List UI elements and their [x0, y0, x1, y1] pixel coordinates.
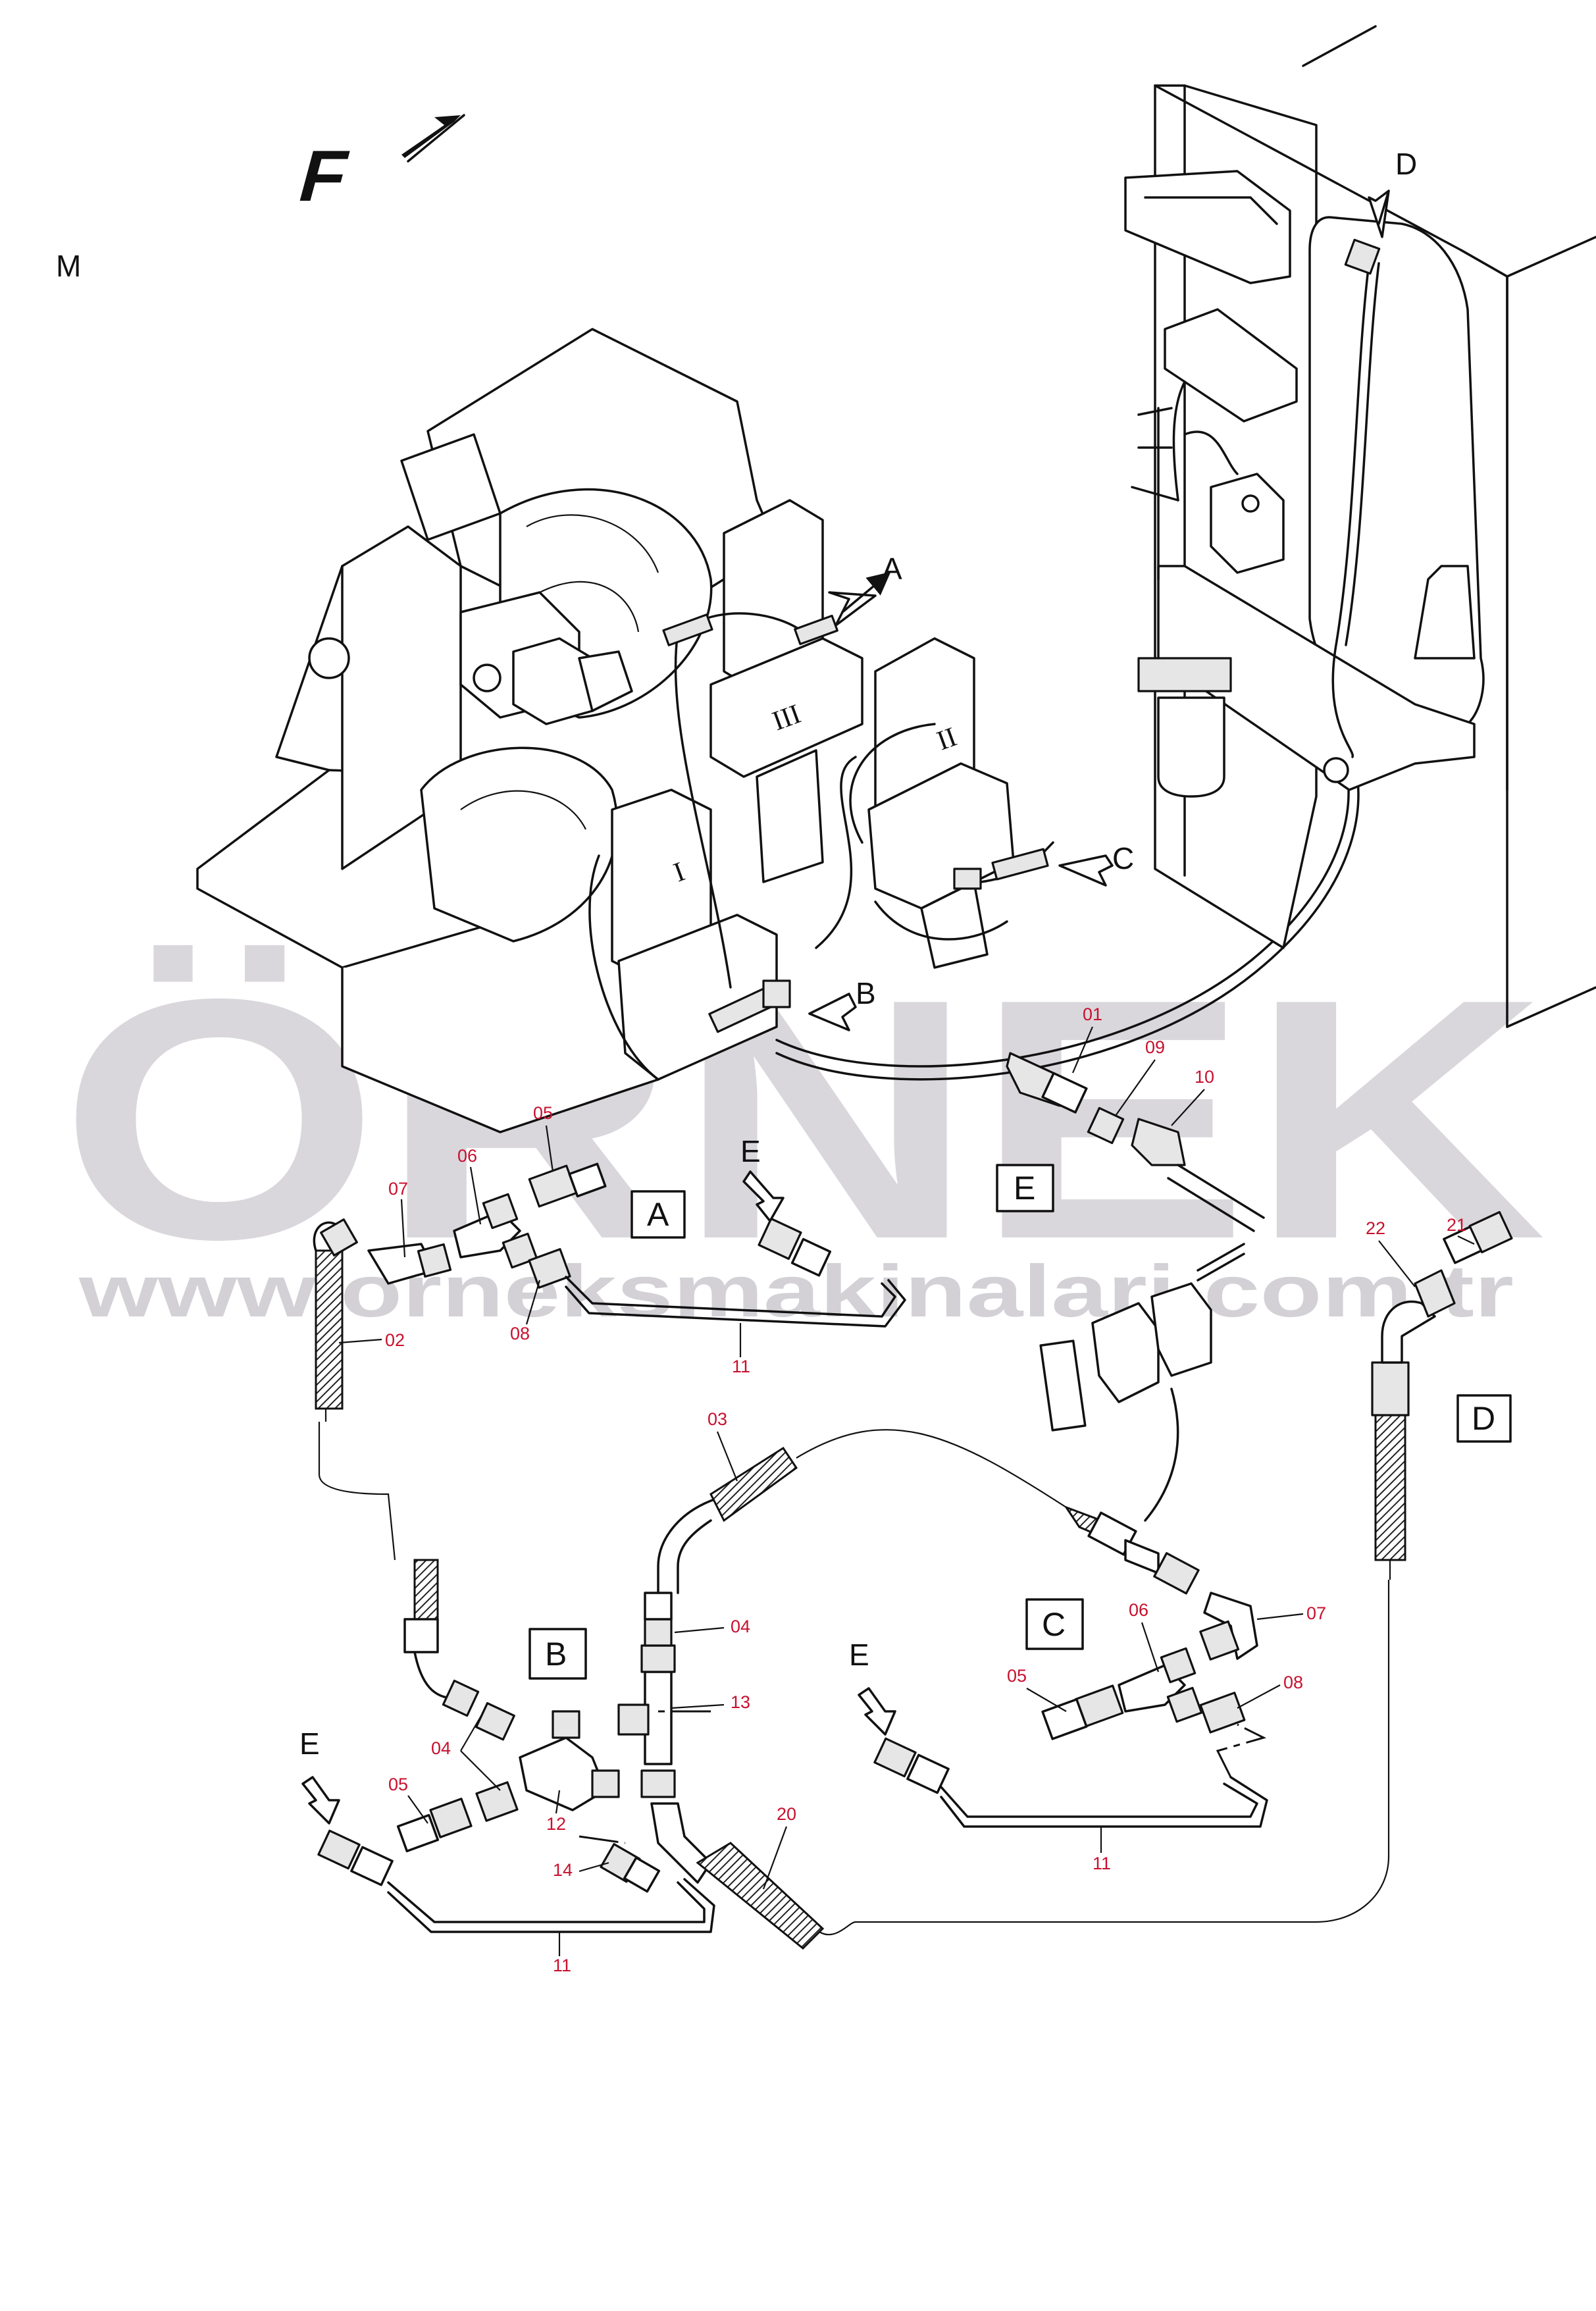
callout-14: 14: [553, 1860, 573, 1880]
callout-02: 02: [385, 1330, 405, 1350]
view-pointers: A B C D: [808, 147, 1417, 1031]
callout-04-b: 04: [431, 1738, 451, 1758]
detail-e: E 01 09 10: [996, 1004, 1265, 1232]
view-box-c: [1025, 1598, 1084, 1650]
view-label-a-machine: A: [882, 552, 902, 586]
callout-10: 10: [1195, 1067, 1214, 1087]
callout-07-c: 07: [1306, 1603, 1326, 1623]
callout-05-b: 05: [388, 1775, 408, 1794]
callout-11-c: 11: [1093, 1854, 1111, 1873]
machine-assembly: III II I: [196, 328, 1360, 1133]
view-box-e: [996, 1164, 1054, 1212]
callout-13: 13: [731, 1692, 750, 1712]
view-box-d: [1456, 1394, 1512, 1443]
figure-code: M: [56, 249, 81, 283]
callout-09: 09: [1145, 1037, 1165, 1057]
view-label-a: A: [647, 1196, 669, 1233]
callout-11-a: 11: [732, 1357, 750, 1376]
detail-d: D 21 22: [856, 1210, 1513, 1923]
direction-arrow-icon: [401, 115, 461, 158]
view-label-c: C: [1042, 1606, 1066, 1643]
callout-05-c: 05: [1007, 1666, 1027, 1686]
detail-c: C E 07 06 05 08 11: [849, 1505, 1326, 1873]
callout-06-c: 06: [1129, 1600, 1148, 1620]
callout-12: 12: [546, 1814, 566, 1834]
view-label-e-a: E: [740, 1134, 761, 1168]
callout-06-a: 06: [457, 1146, 477, 1166]
view-label-e-b: E: [299, 1727, 320, 1761]
view-label-b: B: [545, 1636, 567, 1673]
view-label-b-machine: B: [856, 976, 876, 1010]
callout-20: 20: [777, 1804, 796, 1824]
detail-a: A E 07 06 05 08 11 02: [313, 1103, 906, 1561]
callout-04-b-right: 04: [731, 1617, 750, 1636]
view-label-d: D: [1472, 1400, 1495, 1437]
view-label-c-machine: C: [1112, 841, 1134, 875]
callout-11-b: 11: [553, 1956, 571, 1975]
machine-fittings: [662, 613, 1049, 1033]
view-label-d-machine: D: [1395, 147, 1417, 181]
callout-08-c: 08: [1283, 1673, 1303, 1692]
callout-21: 21: [1447, 1215, 1466, 1235]
callout-22: 22: [1366, 1218, 1385, 1238]
view-label-e: E: [1014, 1170, 1035, 1207]
callout-08-a: 08: [510, 1324, 530, 1343]
cabinet-panel: [1124, 25, 1596, 1028]
direction-letter: F: [291, 136, 357, 217]
callout-03: 03: [708, 1409, 727, 1429]
direction-marker: F: [291, 114, 465, 217]
callout-05-a: 05: [533, 1103, 553, 1123]
callout-01: 01: [1083, 1004, 1102, 1024]
direction-arrow-shaft: [407, 114, 465, 163]
clamp-assembly: [1039, 1243, 1245, 1522]
view-box-b: [528, 1628, 587, 1680]
callout-07-a: 07: [388, 1179, 408, 1199]
detail-b: B E: [299, 1409, 1067, 1975]
view-box-a: [631, 1190, 686, 1239]
view-label-e-c: E: [849, 1638, 869, 1672]
